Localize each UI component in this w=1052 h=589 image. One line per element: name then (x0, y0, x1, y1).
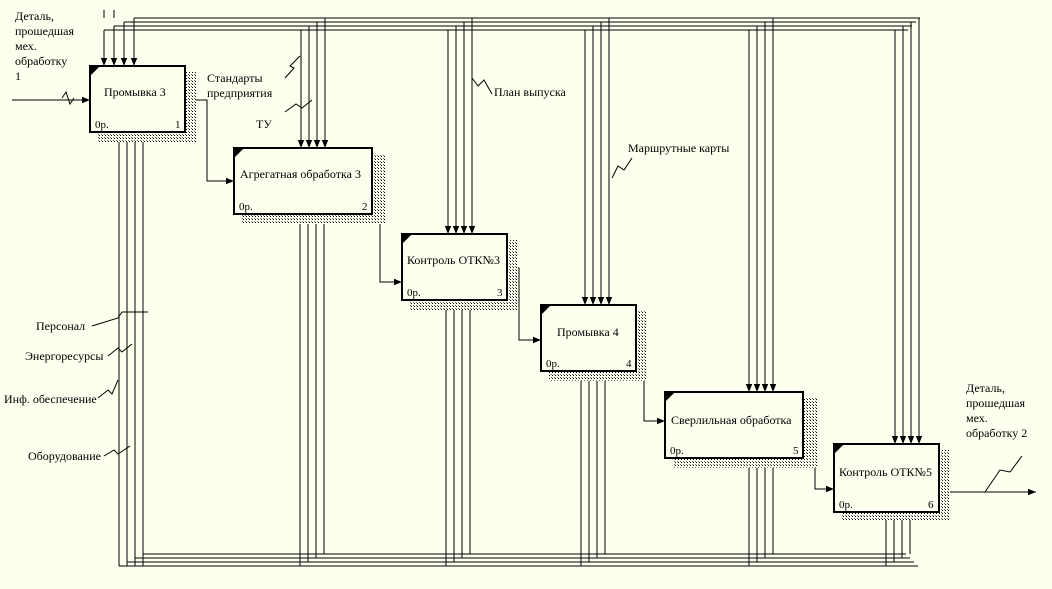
box-2-cost: 0р. (239, 201, 253, 213)
box-5-number: 5 (793, 445, 799, 457)
tick-standards (284, 55, 301, 79)
tick-tu (284, 99, 313, 113)
mechanism-label-energy: Энергоресурсы (25, 349, 103, 363)
activity-box-3[interactable]: Контроль ОТК№3 0р. 3 (401, 233, 518, 310)
box-6-cost: 0р. (839, 499, 853, 511)
activity-box-5[interactable]: Сверлильная обработка 0р. 5 (664, 391, 817, 468)
tick-plan (471, 77, 493, 95)
output-arrow-tick (984, 455, 1023, 493)
box-4-number: 4 (626, 358, 632, 370)
input-label-line-1: Деталь, (15, 9, 54, 23)
box-3-number: 3 (497, 287, 503, 299)
mechanism-label-info: Инф. обеспечение (4, 392, 97, 406)
activity-box-4[interactable]: Промывка 4 0р. 4 (540, 304, 647, 381)
tick-info (97, 379, 119, 399)
input-label-line-3: мех. (15, 39, 37, 53)
box-1-number: 1 (175, 119, 181, 131)
tick-equipment (103, 445, 131, 457)
box-4-name: Промывка 4 (557, 325, 619, 339)
input-arrow-tick (61, 90, 75, 106)
tick-energy (107, 343, 133, 357)
output-label-line-2: прошедшая (966, 396, 1026, 410)
tick-personnel (91, 311, 148, 327)
control-label-standards-1: Стандарты (207, 71, 263, 85)
box-3-name: Контроль ОТК№3 (407, 253, 500, 267)
input-label: Деталь, прошедшая мех. обработку 1 (15, 9, 75, 83)
output-label-line-3: мех. (966, 411, 988, 425)
control-label-route-cards: Маршрутные карты (628, 141, 729, 155)
box-4-cost: 0р. (546, 358, 560, 370)
mechanism-label-personnel: Персонал (36, 319, 85, 333)
output-label: Деталь, прошедшая мех. обработку 2 (966, 381, 1027, 440)
output-label-line-1: Деталь, (966, 381, 1005, 395)
box-6-number: 6 (928, 499, 934, 511)
box-1-name: Промывка 3 (104, 85, 166, 99)
activity-box-6[interactable]: Контроль ОТК№5 0р. 6 (833, 443, 950, 520)
activity-box-2[interactable]: Агрегатная обработка 3 0р. 2 (233, 147, 386, 224)
mechanism-label-equipment: Оборудование (28, 449, 101, 463)
control-label-standards-2: предприятия (207, 86, 273, 100)
input-label-line-2: прошедшая (15, 24, 75, 38)
box-2-number: 2 (362, 201, 368, 213)
tick-route-cards (611, 157, 633, 179)
control-label-tu: ТУ (256, 117, 272, 131)
box-3-cost: 0р. (407, 287, 421, 299)
box-6-name: Контроль ОТК№5 (839, 465, 932, 479)
box-5-name: Сверлильная обработка (671, 413, 792, 427)
box-5-cost: 0р. (670, 445, 684, 457)
box-2-name: Агрегатная обработка 3 (240, 167, 361, 181)
input-label-line-4: обработку (15, 54, 67, 68)
output-label-line-4: обработку 2 (966, 426, 1027, 440)
control-label-plan: План выпуска (494, 85, 567, 99)
box-1-cost: 0р. (95, 119, 109, 131)
input-label-line-5: 1 (15, 69, 21, 83)
activity-box-1[interactable]: Промывка 3 0р. 1 (89, 65, 196, 142)
arrow-layer (12, 10, 1036, 567)
